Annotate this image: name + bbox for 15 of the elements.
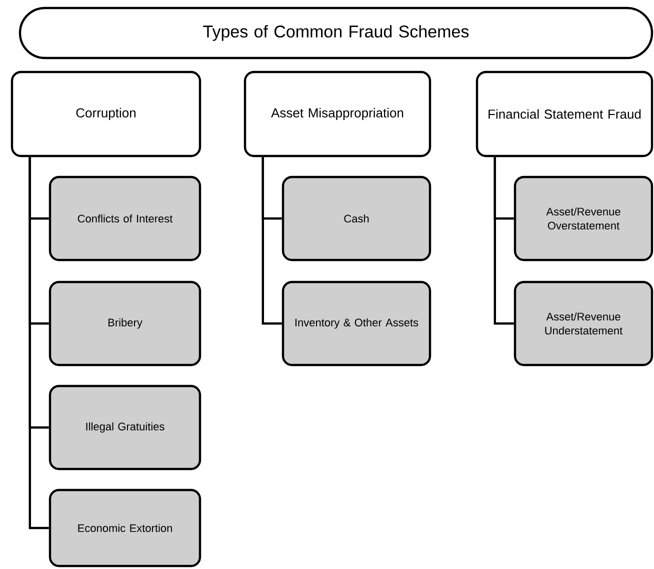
category-box: Financial Statement Fraud [476,70,654,158]
scheme-box: Asset/Revenue Overstatement [514,176,654,262]
category-box: Asset Misappropriation [244,70,432,158]
scheme-box: Economic Extortion [48,488,202,568]
scheme-box: Cash [282,176,432,262]
scheme-box: Bribery [48,280,202,366]
connector-line [494,157,514,325]
title-banner: Types of Common Fraud Schemes [18,6,654,60]
connector-line [262,157,282,325]
scheme-box: Conflicts of Interest [48,176,202,262]
connector-line [28,157,49,530]
scheme-box: Inventory & Other Assets [282,280,432,366]
scheme-box: Illegal Gratuities [48,384,202,470]
scheme-box: Asset/Revenue Understatement [514,280,654,366]
category-box: Corruption [10,70,202,158]
